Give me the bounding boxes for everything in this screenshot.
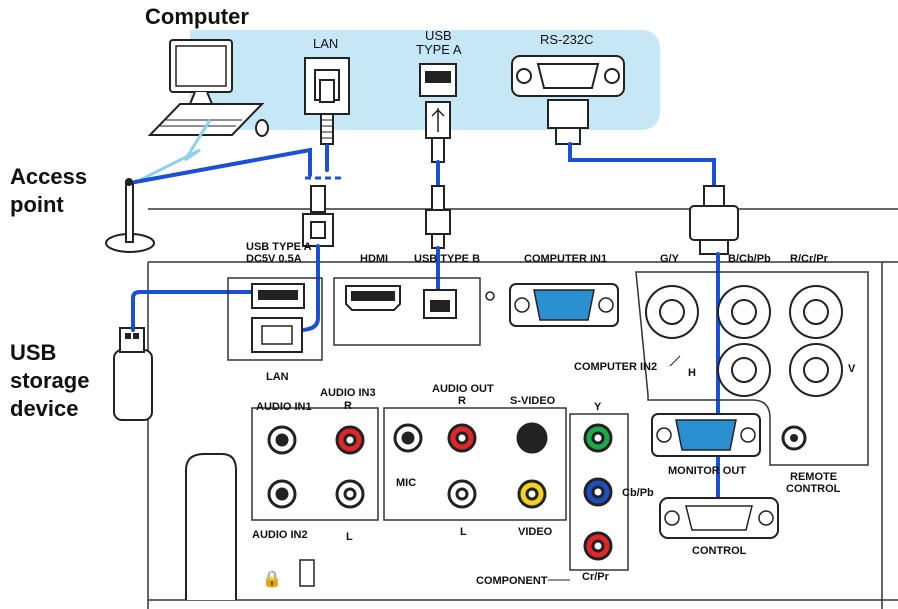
label-usb-type-b: USB TYPE B — [414, 253, 480, 265]
usb-drive-icon — [113, 327, 153, 421]
label-computer-in2: COMPUTER IN2 — [574, 361, 657, 373]
label-cb-pb: Cb/Pb — [622, 487, 654, 499]
label-s-video: S-VIDEO — [510, 395, 556, 407]
label-audio-in2: AUDIO IN2 — [252, 529, 308, 541]
label-mic: MIC — [396, 477, 416, 489]
access-point-cable — [133, 147, 312, 184]
panel-lan-block — [227, 277, 323, 361]
label-b-cb-pb: B/Cb/Pb — [728, 253, 771, 265]
computer-in1-port — [509, 283, 619, 327]
bnc-ports — [645, 285, 843, 397]
label-lan-top: LAN — [313, 36, 338, 51]
lan-connector-mid — [302, 185, 334, 247]
security-slot — [299, 559, 315, 587]
computer-in2-block — [635, 271, 869, 466]
label-hdmi: HDMI — [360, 253, 388, 265]
label-usb-type-a-line1: USB — [425, 28, 452, 43]
label-usb-type-a-panel-line2: DC5V 0.5A — [246, 253, 302, 265]
computer-in2-leader-line — [669, 355, 681, 367]
usb-drive-cable — [131, 290, 292, 332]
label-h: H — [688, 367, 696, 379]
audio-in-block — [251, 407, 379, 521]
label-v: V — [848, 363, 856, 375]
label-monitor-out: MONITOR OUT — [668, 465, 746, 477]
rs232c-port-top — [511, 55, 625, 145]
label-remote-control-line2: CONTROL — [786, 483, 841, 495]
label-g-y: G/Y — [660, 253, 680, 265]
label-l2: L — [460, 526, 467, 538]
label-usb-device-line3: device — [10, 396, 79, 421]
projector-stand — [185, 453, 237, 600]
label-r-cr-pr: R/Cr/Pr — [790, 253, 829, 265]
label-audio-in1: AUDIO IN1 — [256, 401, 312, 413]
audio-in-jacks — [267, 425, 365, 509]
label-cr-pr: Cr/Pr — [582, 571, 610, 583]
label-computer: Computer — [145, 4, 249, 29]
rs232c-connector-mid — [689, 185, 739, 255]
control-port — [659, 497, 779, 539]
lan-port-top — [304, 57, 350, 145]
access-point-icon — [105, 178, 155, 253]
label-audio-out: AUDIO OUT — [432, 383, 494, 395]
label-usb-type-a-panel-line1: USB TYPE A — [246, 241, 312, 253]
indicator-hole — [485, 291, 495, 301]
label-usb-device-line1: USB — [10, 340, 56, 365]
panel-hdmi-block — [333, 277, 481, 346]
label-lan-panel: LAN — [266, 371, 289, 383]
label-usb-device-line2: storage — [10, 368, 89, 393]
usb-a-port-top — [419, 63, 457, 163]
rs232c-cable — [568, 142, 716, 188]
label-access-point-line2: point — [10, 192, 64, 217]
label-l1: L — [346, 531, 353, 543]
component-jacks — [583, 423, 613, 561]
label-component: COMPONENT — [476, 575, 548, 587]
label-r2: R — [458, 395, 466, 407]
label-control: CONTROL — [692, 545, 747, 557]
monitor-out-port — [651, 413, 761, 457]
label-r1: R — [344, 400, 352, 412]
label-rs232c: RS-232C — [540, 32, 593, 47]
wireless-signal-icon — [139, 119, 212, 182]
computer-icon — [147, 39, 269, 137]
label-video: VIDEO — [518, 526, 553, 538]
usb-b-connector — [425, 185, 451, 249]
label-remote-control-line1: REMOTE — [790, 471, 837, 483]
label-audio-in3: AUDIO IN3 — [320, 387, 376, 399]
component-block — [569, 413, 629, 571]
audio-out-block — [383, 407, 567, 521]
label-access-point-line1: Access — [10, 164, 87, 189]
label-computer-in1: COMPUTER IN1 — [524, 253, 607, 265]
audio-out-jacks — [393, 422, 548, 509]
kensington-icon: 🔒 — [262, 570, 282, 588]
hdmi-port — [345, 285, 401, 311]
label-y: Y — [594, 401, 602, 413]
label-usb-type-a-line2: TYPE A — [416, 42, 462, 57]
